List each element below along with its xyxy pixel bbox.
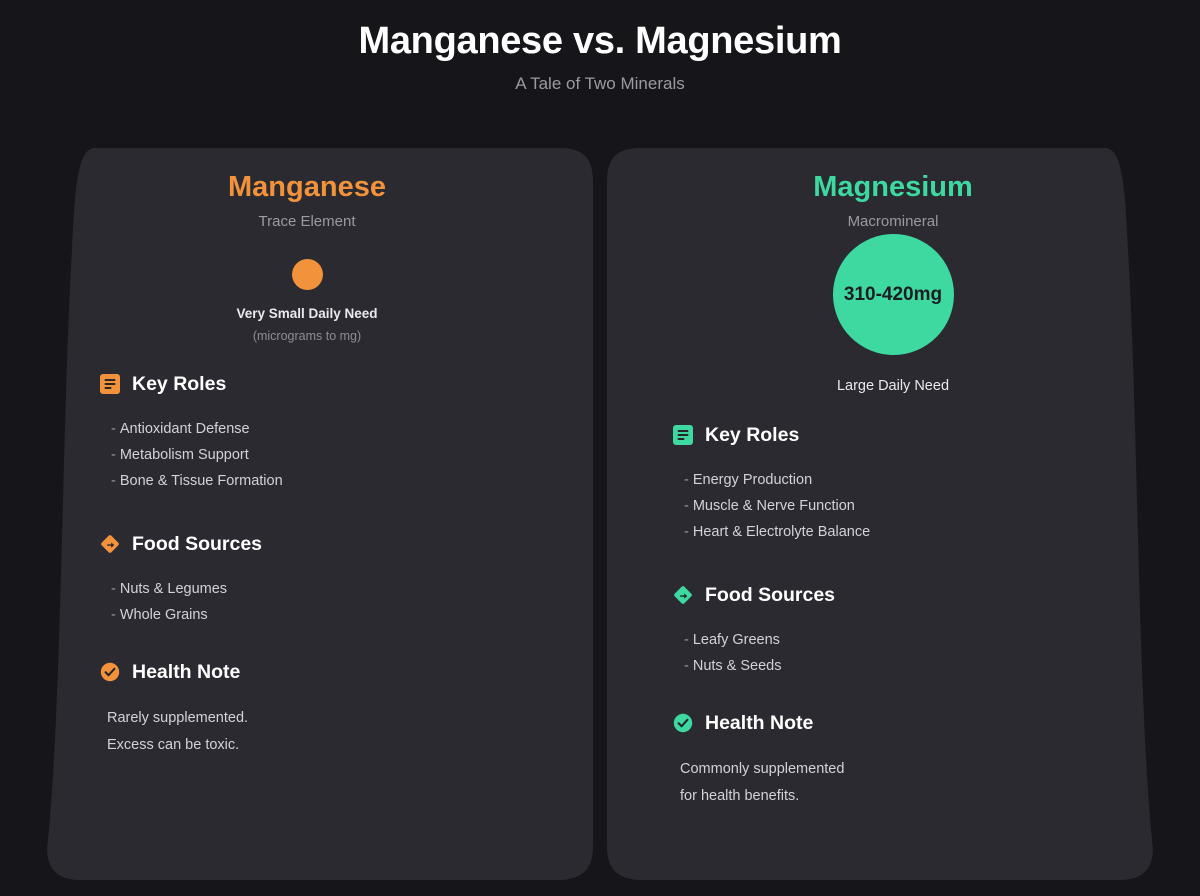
panel-magnesium: Magnesium Macromineral 310-420mg Large D… xyxy=(608,148,1178,896)
dose-visual-magnesium: 310-420mg Large Daily Need xyxy=(608,234,1178,395)
section-food-sources-magnesium: Food Sources -Leafy Greens -Nuts & Seeds xyxy=(673,583,1178,679)
page-title: Manganese vs. Magnesium xyxy=(358,20,842,62)
note-line: for health benefits. xyxy=(680,788,800,804)
dose-label-magnesium: Large Daily Need xyxy=(836,378,950,394)
section-health-note-manganese: Health Note Rarely supplemented. Excess … xyxy=(100,660,592,759)
bullet-dash: - xyxy=(684,524,689,540)
section-head-health-note-manganese: Health Note xyxy=(100,660,592,684)
diamond-food-icon xyxy=(101,535,119,553)
dose-bubble-magnesium: 310-420mg xyxy=(832,234,954,355)
page-subtitle: A Tale of Two Minerals xyxy=(515,74,685,93)
section-key-roles-magnesium: Key Roles -Energy Production -Muscle & N… xyxy=(673,423,1178,545)
list-item-label: Heart & Electrolyte Balance xyxy=(692,524,871,540)
list-item-label: Bone & Tissue Formation xyxy=(119,473,283,489)
section-head-key-roles-manganese: Key Roles xyxy=(100,372,592,396)
dose-bubble-manganese xyxy=(291,259,323,290)
section-head-key-roles-magnesium: Key Roles xyxy=(673,423,1178,447)
section-title-key-roles-manganese: Key Roles xyxy=(132,373,227,395)
mineral-type-manganese: Trace Element xyxy=(258,213,356,230)
sections-magnesium: Key Roles -Energy Production -Muscle & N… xyxy=(608,423,1178,810)
section-head-food-sources-magnesium: Food Sources xyxy=(673,583,1178,607)
check-circle-icon xyxy=(673,713,693,733)
list-item-label: Metabolism Support xyxy=(119,447,249,463)
list-item-label: Nuts & Seeds xyxy=(692,658,782,674)
list-item: -Nuts & Legumes xyxy=(111,576,592,602)
header: Manganese vs. Magnesium A Tale of Two Mi… xyxy=(0,0,1200,95)
bullet-dash: - xyxy=(684,472,689,488)
mineral-name-manganese: Manganese xyxy=(228,171,386,203)
section-title-health-note-manganese: Health Note xyxy=(132,661,241,683)
list-item: -Bone & Tissue Formation xyxy=(111,468,592,494)
food-sources-list-magnesium: -Leafy Greens -Nuts & Seeds xyxy=(673,627,1178,679)
bullet-dash: - xyxy=(111,447,116,463)
bullet-dash: - xyxy=(684,632,689,648)
panel-manganese: Manganese Trace Element Very Small Daily… xyxy=(22,148,592,896)
mineral-type-magnesium: Macromineral xyxy=(847,213,939,230)
list-item: -Antioxidant Defense xyxy=(111,416,592,442)
note-line: Rarely supplemented. xyxy=(107,710,249,726)
list-item-label: Energy Production xyxy=(692,472,813,488)
bullet-dash: - xyxy=(684,658,689,674)
panel-header-manganese: Manganese Trace Element xyxy=(22,148,592,232)
list-item: -Metabolism Support xyxy=(111,442,592,468)
list-icon xyxy=(100,374,120,394)
panel-header-magnesium: Magnesium Macromineral xyxy=(608,148,1178,232)
section-food-sources-manganese: Food Sources -Nuts & Legumes -Whole Grai… xyxy=(100,532,592,628)
mineral-name-magnesium: Magnesium xyxy=(813,171,973,203)
list-item-label: Leafy Greens xyxy=(692,632,780,648)
list-item: -Nuts & Seeds xyxy=(684,653,1178,679)
list-item: -Muscle & Nerve Function xyxy=(684,493,1178,519)
bullet-dash: - xyxy=(111,607,116,623)
section-title-health-note-magnesium: Health Note xyxy=(705,712,814,734)
bullet-dash: - xyxy=(111,581,116,597)
section-title-food-sources-magnesium: Food Sources xyxy=(705,584,836,606)
list-icon xyxy=(673,425,693,445)
list-item-label: Muscle & Nerve Function xyxy=(692,498,855,514)
dose-label-manganese: Very Small Daily Need xyxy=(236,306,378,321)
section-health-note-magnesium: Health Note Commonly supplemented for he… xyxy=(673,711,1178,810)
list-item: -Whole Grains xyxy=(111,602,592,628)
food-sources-list-manganese: -Nuts & Legumes -Whole Grains xyxy=(100,576,592,628)
section-head-food-sources-manganese: Food Sources xyxy=(100,532,592,556)
health-note-text-manganese: Rarely supplemented. Excess can be toxic… xyxy=(100,705,592,759)
list-item-label: Whole Grains xyxy=(119,607,208,623)
section-head-health-note-magnesium: Health Note xyxy=(673,711,1178,735)
check-circle-icon xyxy=(100,662,120,682)
section-title-key-roles-magnesium: Key Roles xyxy=(705,424,800,446)
diamond-food-icon xyxy=(674,586,692,604)
bullet-dash: - xyxy=(684,498,689,514)
list-item: -Heart & Electrolyte Balance xyxy=(684,519,1178,545)
list-item: -Leafy Greens xyxy=(684,627,1178,653)
note-line: Excess can be toxic. xyxy=(107,737,240,753)
health-note-text-magnesium: Commonly supplemented for health benefit… xyxy=(673,756,1178,810)
list-item-label: Antioxidant Defense xyxy=(119,421,250,437)
bullet-dash: - xyxy=(111,421,116,437)
dose-visual-manganese: Very Small Daily Need (micrograms to mg) xyxy=(22,259,592,344)
dose-amount-magnesium: 310-420mg xyxy=(843,283,943,305)
section-key-roles-manganese: Key Roles -Antioxidant Defense -Metaboli… xyxy=(100,372,592,494)
sections-manganese: Key Roles -Antioxidant Defense -Metaboli… xyxy=(22,372,592,759)
list-item: -Energy Production xyxy=(684,467,1178,493)
section-title-food-sources-manganese: Food Sources xyxy=(132,533,263,555)
dose-sublabel-manganese: (micrograms to mg) xyxy=(252,329,362,343)
key-roles-list-manganese: -Antioxidant Defense -Metabolism Support… xyxy=(100,416,592,494)
bullet-dash: - xyxy=(111,473,116,489)
list-item-label: Nuts & Legumes xyxy=(119,581,228,597)
note-line: Commonly supplemented xyxy=(680,761,845,777)
key-roles-list-magnesium: -Energy Production -Muscle & Nerve Funct… xyxy=(673,467,1178,545)
